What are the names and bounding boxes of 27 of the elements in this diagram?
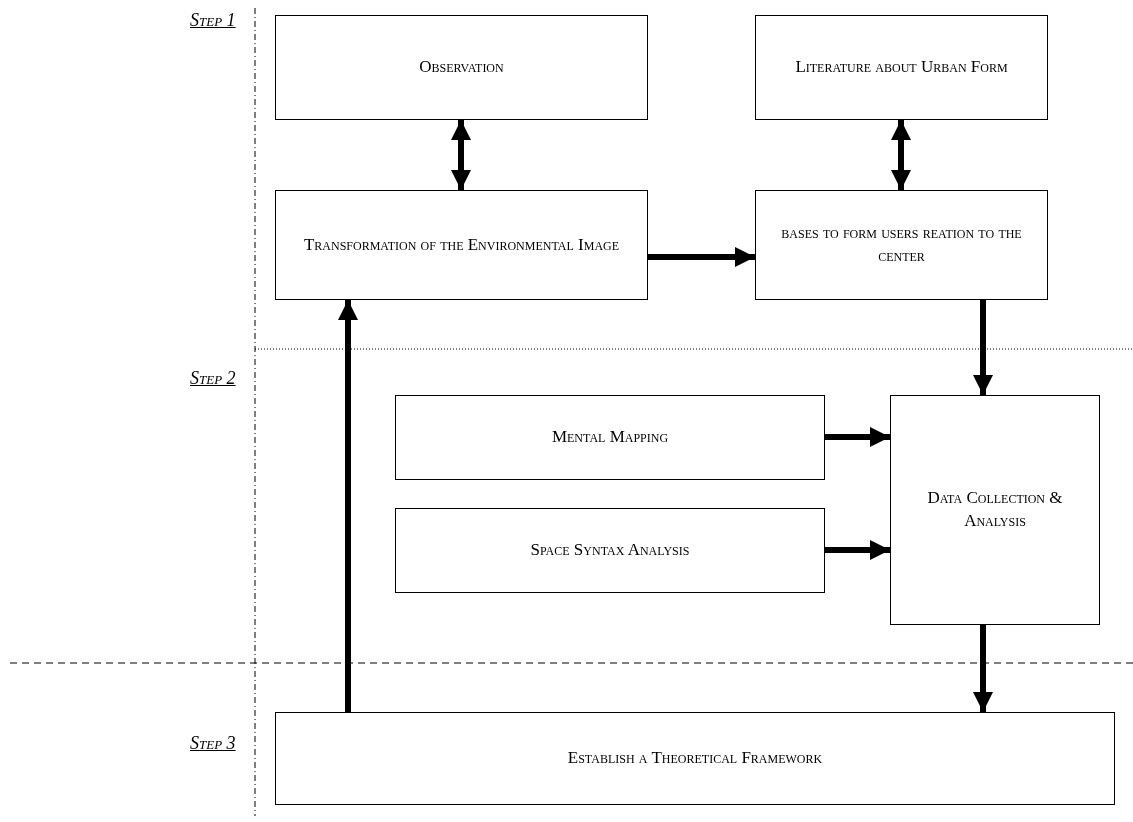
arrow bbox=[973, 300, 993, 395]
box-label: Establish a Theoretical Framework bbox=[567, 747, 823, 770]
arrow bbox=[648, 247, 755, 267]
process-box bbox=[275, 712, 1115, 805]
process-box bbox=[755, 190, 1048, 300]
box-label: Literature about Urban Form bbox=[795, 56, 1008, 79]
process-box bbox=[395, 395, 825, 480]
box-label: bases to form users reation to the center bbox=[780, 222, 1023, 267]
process-box bbox=[395, 508, 825, 593]
process-box bbox=[755, 15, 1048, 120]
process-box bbox=[275, 190, 648, 300]
box-label: Mental Mapping bbox=[551, 426, 669, 449]
box-label: Observation bbox=[419, 56, 504, 79]
arrow bbox=[825, 427, 890, 447]
step-label: Step 3 bbox=[190, 733, 236, 754]
box-label: Transformation of the Environmental Image bbox=[303, 233, 620, 256]
step-label: Step 2 bbox=[190, 368, 236, 389]
arrow bbox=[451, 120, 471, 190]
arrow bbox=[825, 540, 890, 560]
arrow bbox=[891, 120, 911, 190]
step-label: Step 1 bbox=[190, 10, 236, 31]
process-box bbox=[275, 15, 648, 120]
process-box bbox=[890, 395, 1100, 625]
arrow bbox=[338, 300, 358, 712]
arrow bbox=[973, 625, 993, 712]
box-label: Data Collection & Analysis bbox=[926, 487, 1064, 532]
box-label: Space Syntax Analysis bbox=[530, 539, 690, 562]
